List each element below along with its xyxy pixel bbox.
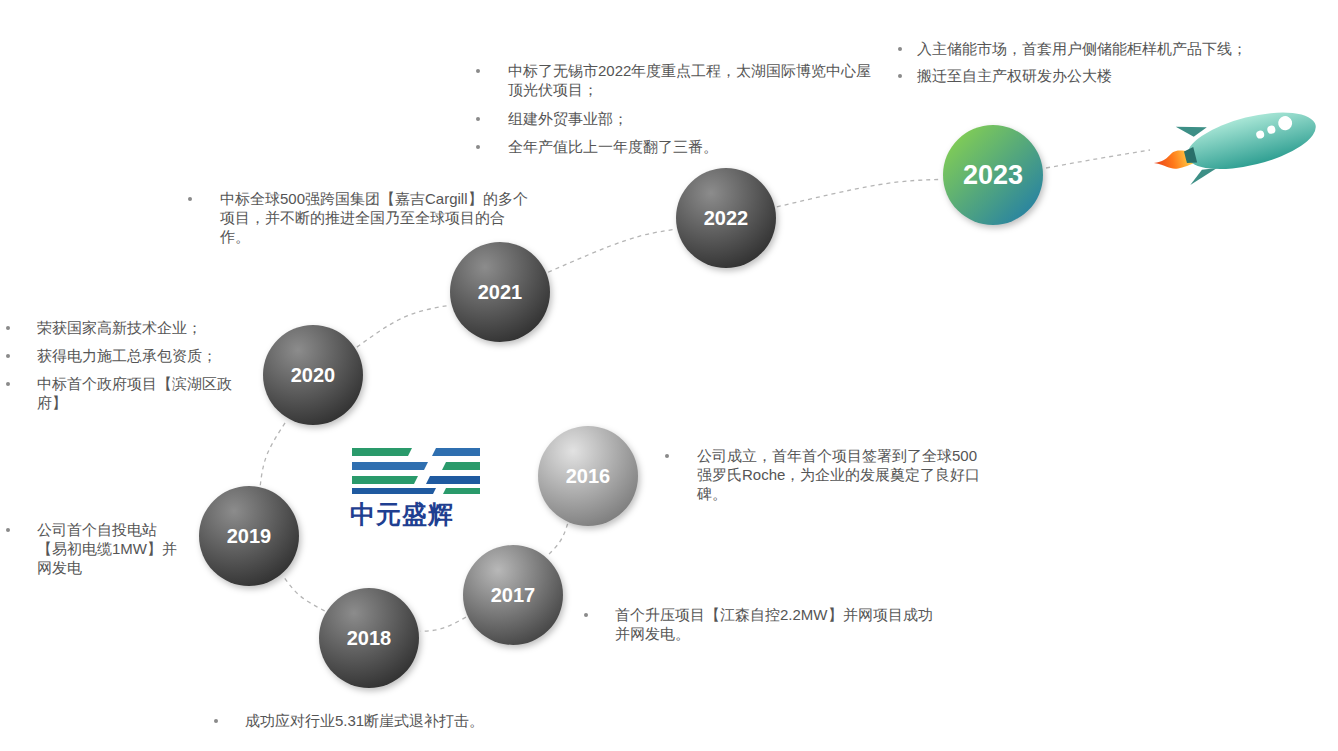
- milestone-note: 公司成立，首年首个项目签署到了全球500强罗氏Roche，为企业的发展奠定了良好…: [697, 446, 989, 504]
- milestone-note: 中标了无锡市2022年度重点工程，太湖国际博览中心屋顶光伏项目；: [508, 61, 880, 99]
- year-circle: 2022: [676, 168, 776, 268]
- bullet-dot: [898, 47, 902, 51]
- year-label: 2017: [491, 584, 536, 607]
- year-label: 2023: [963, 160, 1023, 191]
- milestone-note: 成功应对行业5.31断崖式退补打击。: [245, 711, 565, 730]
- year-label: 2018: [347, 627, 392, 650]
- bullet-dot: [665, 454, 669, 458]
- bullet-dot: [476, 145, 480, 149]
- bullet-dot: [898, 74, 902, 78]
- bullet-dot: [214, 719, 218, 723]
- rocket-icon: [1147, 94, 1323, 192]
- milestone-note: 中标首个政府项目【滨湖区政府】: [37, 374, 249, 412]
- logo-mark: [352, 448, 480, 494]
- milestone-note: 全年产值比上一年度翻了三番。: [508, 137, 808, 156]
- timeline-connector: [357, 305, 450, 347]
- year-circle: 2017: [463, 545, 563, 645]
- year-circle: 2023: [943, 125, 1043, 225]
- timeline-connector: [283, 576, 325, 611]
- bullet-dot: [6, 528, 10, 532]
- year-label: 2016: [566, 465, 611, 488]
- year-label: 2022: [704, 207, 749, 230]
- year-circle: 2018: [319, 588, 419, 688]
- bullet-dot: [188, 197, 192, 201]
- milestone-note: 获得电力施工总承包资质；: [37, 346, 252, 365]
- milestone-note: 组建外贸事业部；: [508, 109, 808, 128]
- milestone-note: 中标全球500强跨国集团【嘉吉Cargill】的多个项目，并不断的推进全国乃至全…: [220, 189, 532, 247]
- year-label: 2020: [291, 364, 336, 387]
- bullet-dot: [6, 354, 10, 358]
- timeline-connector: [548, 229, 675, 272]
- milestone-note: 搬迁至自主产权研发办公大楼: [917, 66, 1317, 85]
- year-circle: 2020: [263, 325, 363, 425]
- bullet-dot: [6, 326, 10, 330]
- milestone-note: 荣获国家高新技术企业；: [37, 318, 252, 337]
- milestone-note: 入主储能市场，首套用户侧储能柜样机产品下线；: [917, 39, 1317, 58]
- timeline-connector: [547, 524, 567, 556]
- milestone-note: 公司首个自投电站【易初电缆1MW】并网发电: [37, 520, 183, 578]
- year-label: 2021: [478, 281, 523, 304]
- trail-line: [1046, 150, 1150, 168]
- bullet-dot: [584, 613, 588, 617]
- logo-text: 中元盛辉: [350, 498, 490, 530]
- year-circle: 2021: [450, 242, 550, 342]
- bullet-dot: [476, 69, 480, 73]
- timeline-connector: [260, 420, 287, 485]
- timeline-connector: [421, 617, 466, 631]
- milestone-note: 首个升压项目【江森自控2.2MW】并网项目成功并网发电。: [615, 605, 933, 643]
- timeline-connector: [777, 179, 941, 206]
- year-circle: 2019: [199, 486, 299, 586]
- bullet-dot: [476, 117, 480, 121]
- bullet-dot: [6, 382, 10, 386]
- year-circle: 2016: [538, 426, 638, 526]
- year-label: 2019: [227, 525, 272, 548]
